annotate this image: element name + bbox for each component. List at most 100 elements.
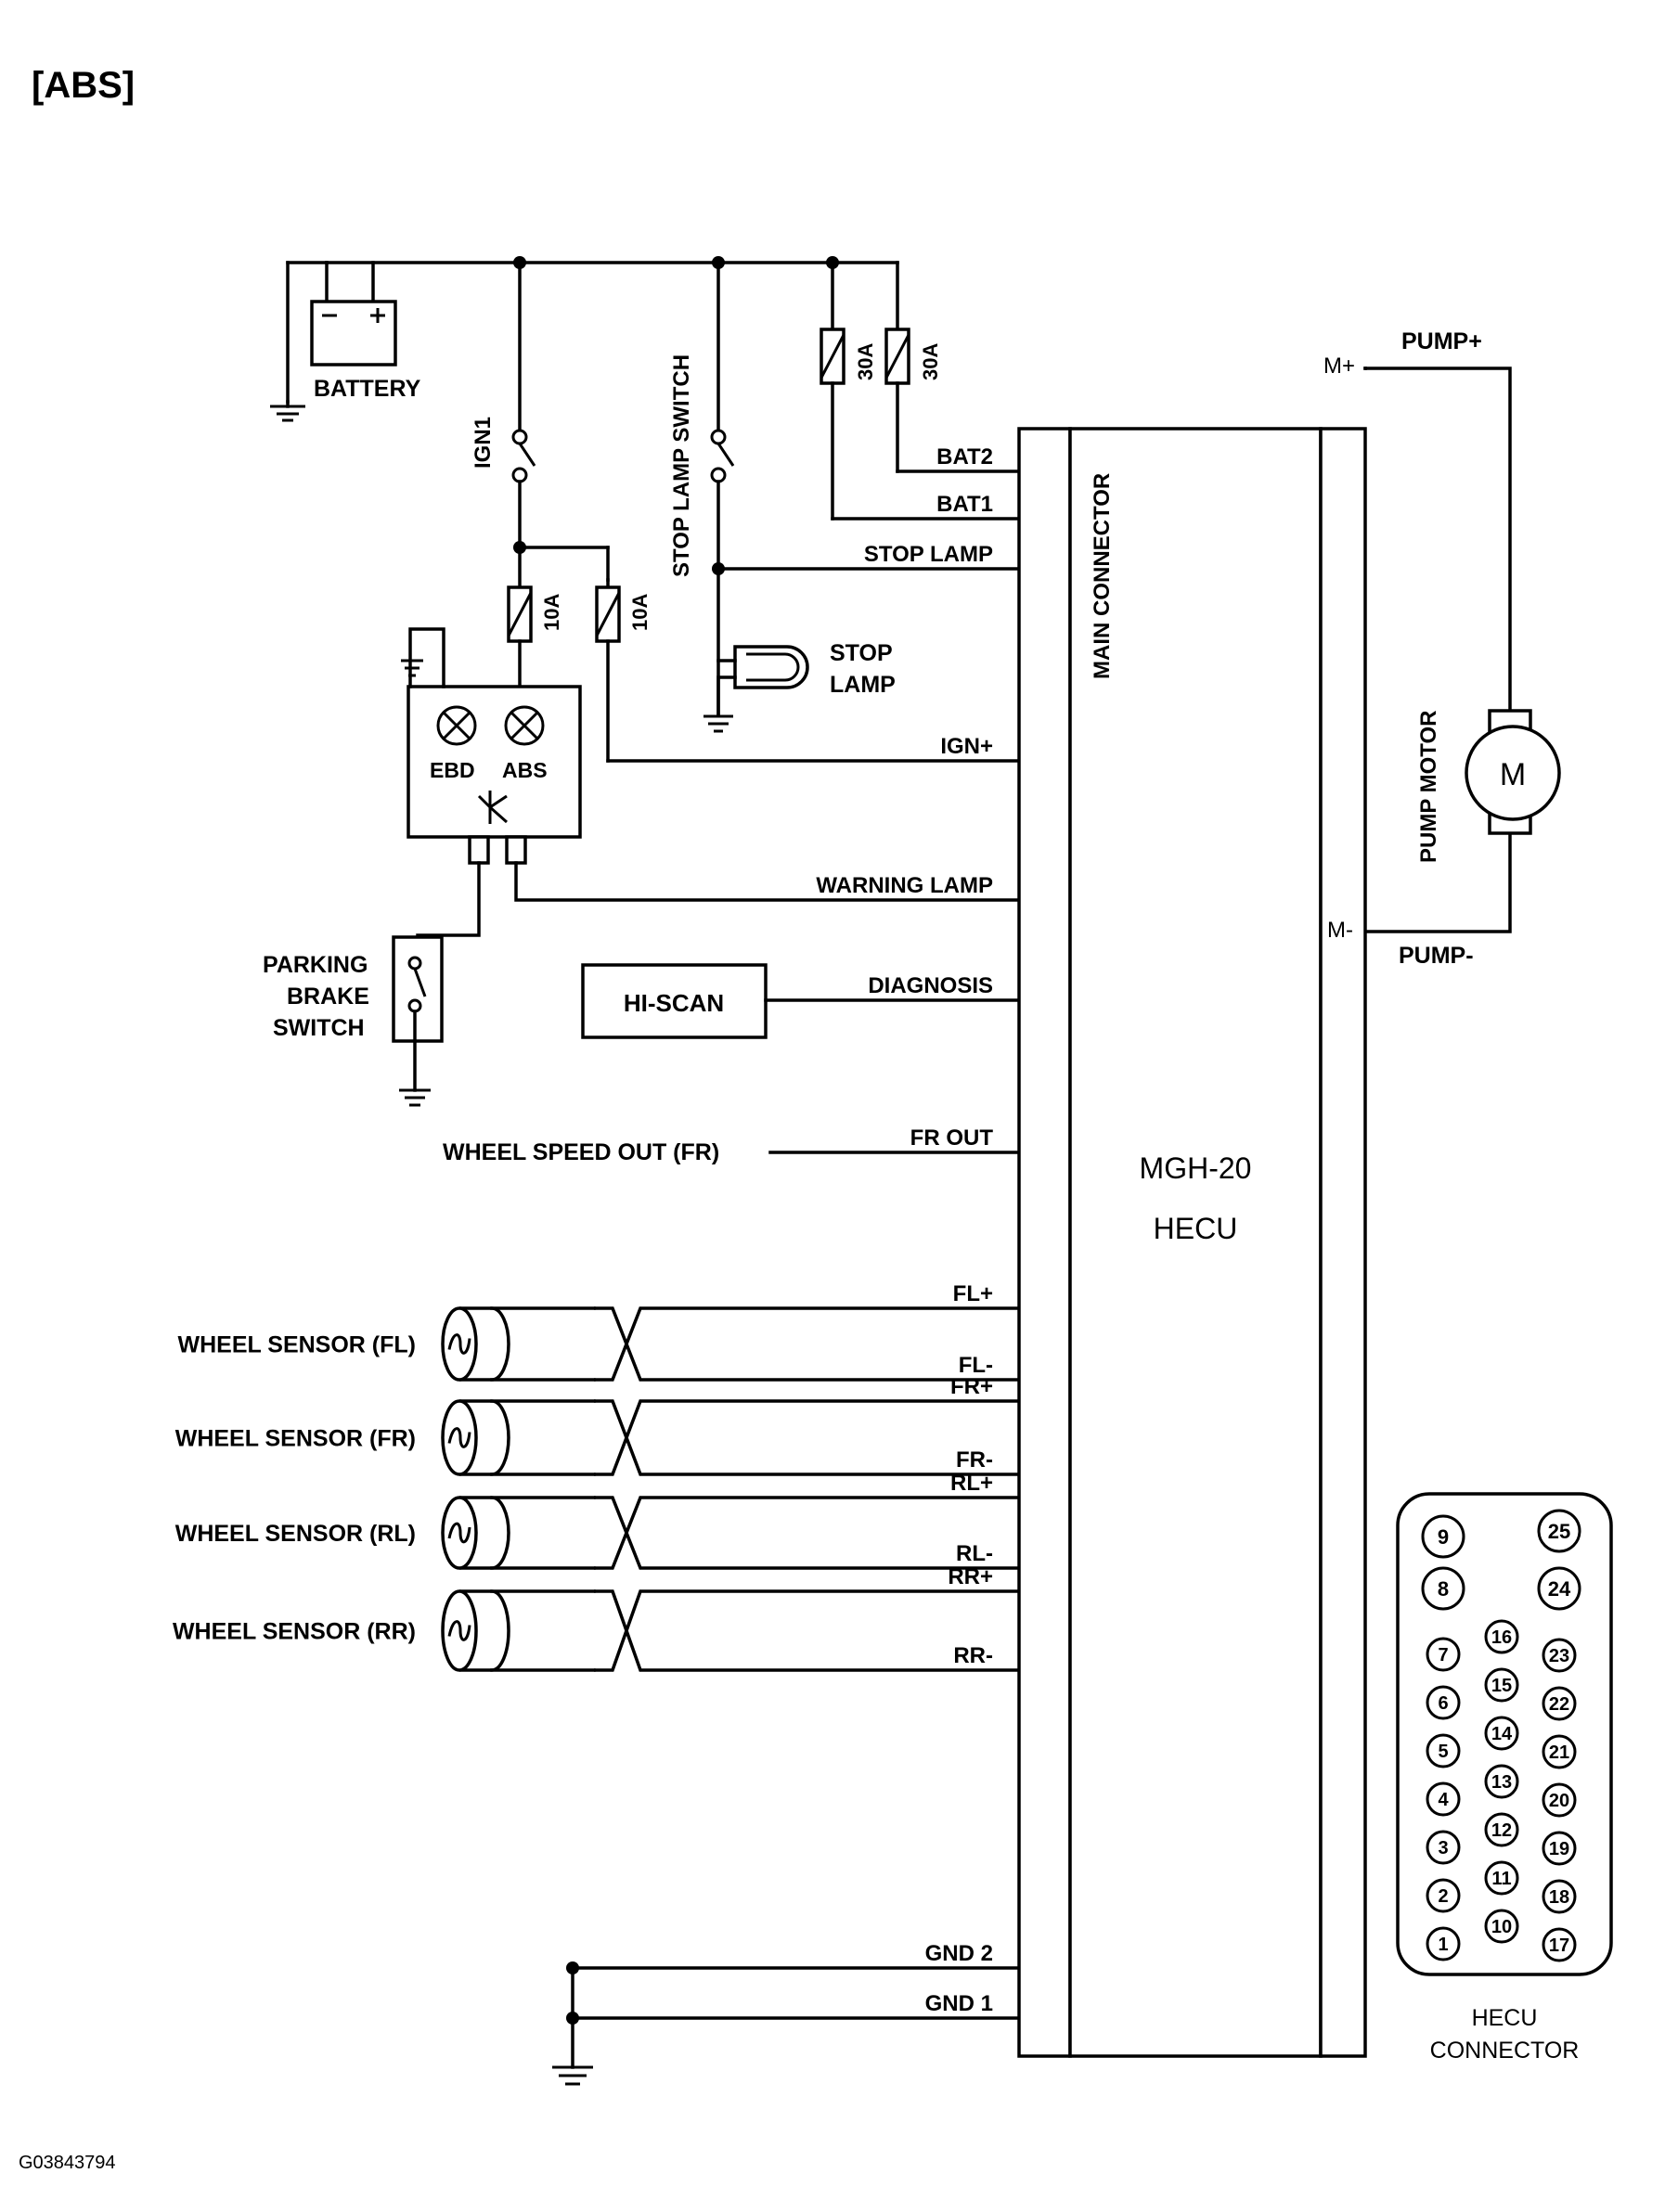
motor-icon [1465, 725, 1561, 821]
connector-pin-number: 8 [1438, 1577, 1449, 1601]
connector-pin-icon [1484, 1619, 1519, 1654]
pump-motor-label: PUMP MOTOR [1416, 711, 1441, 863]
battery: BATTERY [310, 300, 421, 402]
stop-lamp-switch: STOP LAMP SWITCH [669, 261, 735, 716]
connector-pin-number: 7 [1438, 1645, 1448, 1665]
abs-lamp-icon [504, 705, 545, 746]
signal-label-bat1: BAT1 [936, 492, 993, 517]
signal-label-stop-lamp: STOP LAMP [864, 542, 993, 567]
stop-lamp-bulb-icon [703, 645, 809, 733]
ebd-lamp-icon [436, 705, 477, 746]
wheel-sensor-label: WHEEL SENSOR (FR) [175, 1426, 416, 1452]
hecu-model: MGH-20 [1140, 1151, 1252, 1185]
wheel-sensor-group: WHEEL SENSOR (FL) WHEEL SENSOR (FR) WHEEL … [173, 1306, 1019, 1672]
signal-label-diagnosis: DIAGNOSIS [868, 973, 993, 998]
connector-pin-icon [1426, 1733, 1461, 1768]
connector-pin-number: 17 [1549, 1936, 1569, 1956]
connector-pin-number: 3 [1438, 1838, 1448, 1858]
connector-pin-number: 2 [1438, 1886, 1448, 1907]
stop-lamp-label-2: LAMP [830, 672, 896, 698]
connector-pin-number: 23 [1549, 1646, 1569, 1666]
pump-minus-label: PUMP- [1399, 943, 1474, 969]
motor-symbol: M [1500, 757, 1526, 792]
connector-pin-icon [1426, 1781, 1461, 1817]
signal-label-fl-plus: FL+ [953, 1281, 993, 1306]
page-title: [ABS] [32, 65, 135, 106]
wheel-sensor: WHEEL SENSOR (FL) [178, 1306, 1019, 1382]
fuse-30a-2: 30A [884, 328, 1021, 473]
fuse-10a-1: 10A [507, 546, 563, 702]
connector-pin-number: 4 [1438, 1790, 1449, 1810]
power-bus [286, 256, 899, 404]
ground-wires [552, 1961, 1021, 2086]
signal-label-ign-plus: IGN+ [940, 734, 993, 759]
connector-pin-icon [1542, 1734, 1577, 1769]
stop-lamp-label-1: STOP [830, 640, 893, 666]
m-minus-label: M- [1327, 918, 1353, 943]
parking-brake-label-2: BRAKE [287, 984, 369, 1010]
connector-pin-icon [1542, 1831, 1577, 1866]
connector-pin-number: 13 [1491, 1772, 1512, 1793]
parking-brake-switch: PARKING BRAKE SWITCH [263, 935, 444, 1107]
signal-label-fr-minus: FR- [956, 1447, 993, 1473]
wheel-sensor: WHEEL SENSOR (RR) [173, 1589, 1019, 1672]
signal-label-gnd2: GND 2 [925, 1941, 993, 1966]
signal-label-fr-plus: FR+ [950, 1374, 993, 1399]
connector-pin-icon [1426, 1830, 1461, 1865]
signal-label-bat2: BAT2 [936, 444, 993, 469]
battery-label: BATTERY [314, 376, 421, 402]
hecu-name: HECU [1154, 1212, 1238, 1245]
connector-pin-icon [1426, 1637, 1461, 1672]
hi-scan-label: HI-SCAN [624, 989, 724, 1017]
connector-pin-number: 19 [1549, 1839, 1569, 1859]
connector-pin-number: 16 [1491, 1627, 1512, 1648]
signal-label-fr-out: FR OUT [910, 1125, 994, 1151]
ign1-switch: IGN1 [471, 261, 536, 549]
connector-pin-icon [1421, 1566, 1465, 1611]
connector-pin-icon [1421, 1514, 1465, 1559]
connector-pin-icon [1542, 1782, 1577, 1818]
hi-scan-tool: HI-SCAN [581, 963, 1021, 1039]
connector-pin-number: 9 [1438, 1525, 1449, 1549]
connector-pin-number: 10 [1491, 1917, 1512, 1937]
signal-label-rr-plus: RR+ [948, 1564, 993, 1589]
parking-brake-label-1: PARKING [263, 952, 368, 978]
connector-pin-icon [1484, 1667, 1519, 1703]
connector-pin-number: 5 [1438, 1742, 1448, 1762]
transistor-icon [477, 791, 508, 824]
connector-pin-number: 11 [1491, 1869, 1511, 1889]
hecu-connector-label-2: CONNECTOR [1430, 2038, 1580, 2064]
signal-label-rr-minus: RR- [953, 1643, 993, 1668]
connector-pin-icon [1484, 1716, 1519, 1751]
m-plus-label: M+ [1323, 354, 1355, 379]
wheel-sensor-label: WHEEL SENSOR (RR) [173, 1619, 416, 1645]
connector-pin-icon [1537, 1509, 1581, 1553]
signal-label-fl-minus: FL- [959, 1353, 993, 1378]
fuse-30a-2-label: 30A [919, 343, 942, 380]
connector-pin-icon [1426, 1878, 1461, 1913]
connector-pin-number: 22 [1549, 1694, 1569, 1715]
connector-pin-icon [1542, 1686, 1577, 1721]
fuse-10a-2: 10A [595, 578, 1021, 763]
wheel-sensor-label: WHEEL SENSOR (RL) [175, 1521, 416, 1547]
figure-id: G03843794 [19, 2153, 116, 2173]
connector-pin-number: 1 [1438, 1935, 1448, 1955]
connector-pin-icon [1426, 1685, 1461, 1720]
connector-pin-number: 20 [1549, 1791, 1569, 1811]
connector-pin-icon [1542, 1879, 1577, 1914]
connector-pin-icon [1484, 1860, 1519, 1896]
connector-pin-icon [1484, 1812, 1519, 1847]
wheel-sensor: WHEEL SENSOR (RL) [175, 1496, 1019, 1570]
connector-pin-number: 25 [1548, 1520, 1570, 1543]
fuse-30a-1: 30A [820, 261, 1021, 521]
hecu-unit: MAIN CONNECTOR MGH-20 HECU [1017, 427, 1367, 2058]
connector-pin-icon [1484, 1909, 1519, 1944]
connector-pin-number: 6 [1438, 1693, 1448, 1714]
abs-label: ABS [502, 758, 548, 782]
stop-lamp-switch-label: STOP LAMP SWITCH [669, 354, 694, 577]
connector-pin-number: 12 [1491, 1820, 1512, 1841]
parking-brake-label-3: SWITCH [273, 1015, 365, 1041]
connector-pin-number: 21 [1549, 1743, 1569, 1763]
signal-label-gnd1: GND 1 [925, 1991, 993, 2016]
